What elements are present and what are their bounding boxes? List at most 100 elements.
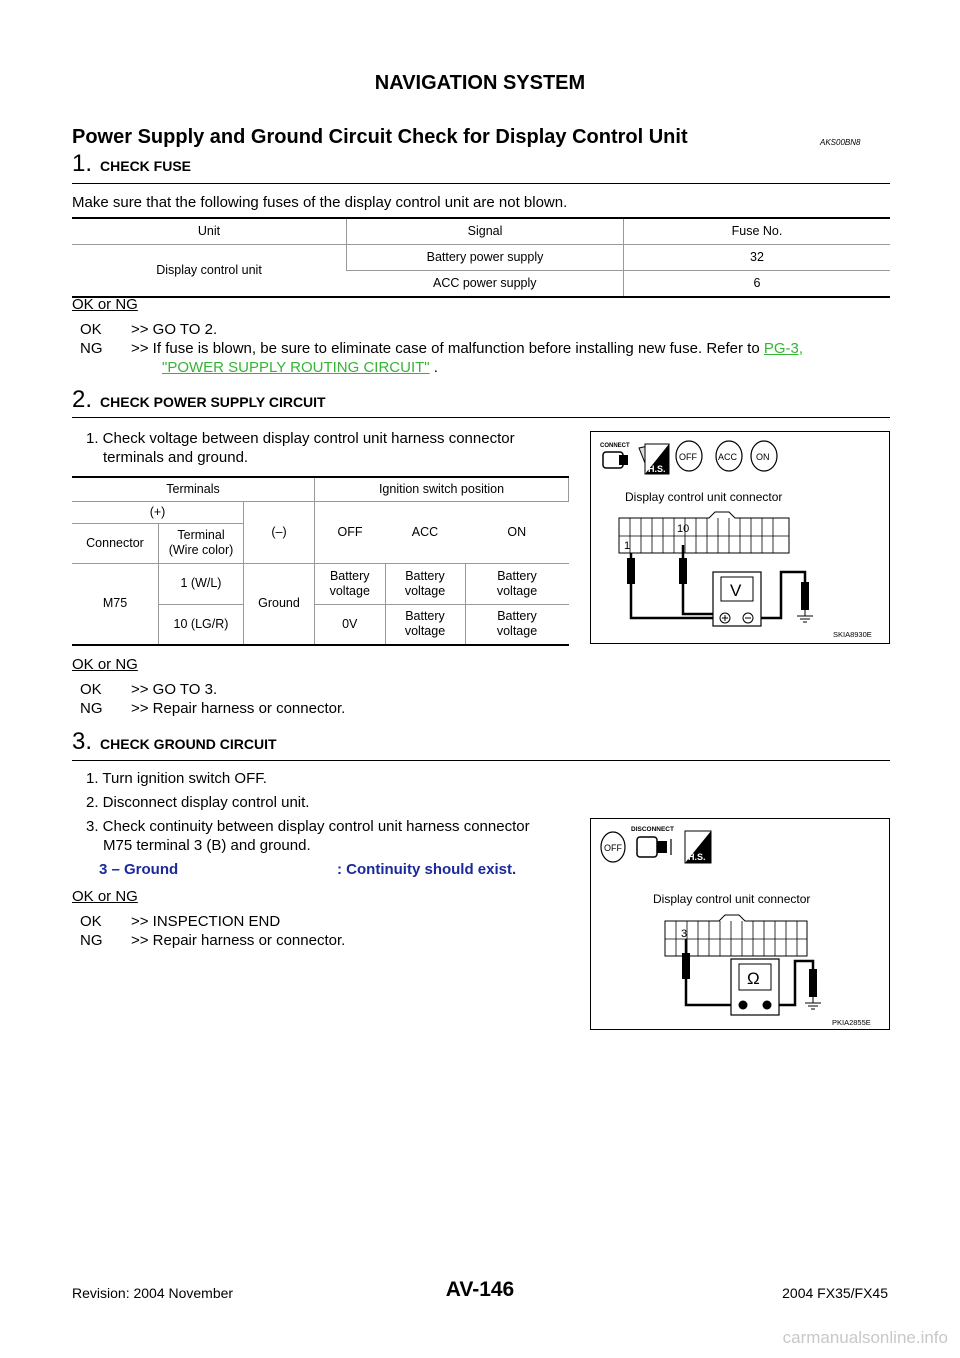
voltmeter-icon: V bbox=[712, 571, 762, 627]
watermark: carmanualsonline.info bbox=[782, 1328, 948, 1347]
ignition-on-icon: ON bbox=[750, 440, 778, 472]
model-label: 2004 FX35/FX45 bbox=[782, 1285, 888, 1301]
table-header-cell: (–) bbox=[243, 500, 315, 564]
voltage-check-diagram: CONNECT H.S. OFF ACC ON Display control … bbox=[600, 440, 872, 639]
off-label: OFF bbox=[604, 843, 622, 853]
step-3-item-2: 2. Disconnect display control unit. bbox=[86, 794, 310, 811]
cell-line: Battery bbox=[405, 609, 445, 624]
step-2-item-1-cont: terminals and ground. bbox=[103, 449, 249, 466]
cell-line: Battery bbox=[405, 568, 445, 583]
ng-tail: . bbox=[429, 359, 438, 376]
step-1-heading: 1. CHECK FUSE bbox=[72, 150, 191, 178]
step-2-heading: 2.CHECK POWER SUPPLY CIRCUIT bbox=[72, 386, 326, 414]
continuity-terminal: 3 – Ground bbox=[99, 861, 179, 878]
table-header-cell: ON bbox=[465, 500, 569, 564]
pin-10-label: 10 bbox=[677, 523, 689, 535]
step-number: 2. bbox=[72, 386, 93, 413]
pin-3-label: 3 bbox=[681, 928, 687, 940]
probe-10 bbox=[679, 558, 687, 584]
cell-line: voltage bbox=[496, 583, 538, 598]
ok-result: >> INSPECTION END bbox=[131, 913, 281, 930]
table-header-cell: Signal bbox=[346, 218, 624, 245]
table-header-cell: Unit bbox=[72, 218, 347, 245]
figure-code: PKIA2855E bbox=[832, 1018, 871, 1027]
step-3-item-3: 3. Check continuity between display cont… bbox=[86, 818, 530, 835]
step-number: 3. bbox=[72, 728, 93, 755]
page-header-title: NAVIGATION SYSTEM bbox=[374, 72, 586, 94]
section-title: Power Supply and Ground Circuit Check fo… bbox=[72, 126, 688, 148]
table-cell: Battery power supply bbox=[346, 244, 624, 271]
table-cell: 0V bbox=[314, 603, 386, 645]
table-cell: 32 bbox=[623, 244, 890, 271]
power-supply-routing-link[interactable]: "POWER SUPPLY ROUTING CIRCUIT" bbox=[162, 359, 430, 376]
ng-key: NG bbox=[80, 700, 103, 717]
ground-symbol-icon bbox=[797, 610, 813, 623]
disconnect-label: DISCONNECT bbox=[631, 826, 674, 833]
table-header-cell: Fuse No. bbox=[623, 218, 890, 245]
probe-1 bbox=[627, 558, 635, 584]
pin-1-label: 1 bbox=[624, 540, 630, 552]
table-cell: 6 bbox=[623, 270, 890, 297]
table-cell-connector: M75 bbox=[72, 562, 159, 645]
cell-line: Battery bbox=[497, 568, 537, 583]
terminal-label: Terminal bbox=[177, 528, 225, 542]
ng-key: NG bbox=[80, 340, 103, 357]
step-label: CHECK GROUND CIRCUIT bbox=[100, 736, 277, 752]
table-header-row: Terminals Ignition switch position bbox=[72, 476, 569, 502]
pg-3-link[interactable]: PG-3, bbox=[763, 340, 804, 357]
step-number: 1. bbox=[72, 150, 93, 177]
step-label: CHECK FUSE bbox=[100, 158, 192, 174]
ok-or-ng-heading: OK or NG bbox=[72, 296, 138, 313]
cell-line: voltage bbox=[329, 583, 370, 598]
probe-wires bbox=[684, 939, 815, 1007]
table-header-cell: Ignition switch position bbox=[314, 476, 569, 502]
ignition-off-icon: OFF bbox=[675, 440, 703, 472]
table-header-row: Connector Terminal (Wire color) bbox=[72, 522, 569, 564]
hs-icon: H.S. bbox=[644, 443, 670, 475]
figure-code: SKIA8930E bbox=[833, 630, 872, 639]
connect-label: CONNECT bbox=[600, 443, 630, 449]
divider bbox=[72, 760, 890, 761]
table-row: Display control unit Battery power suppl… bbox=[72, 244, 890, 277]
continuity-spec: 3 – Ground : Continuity should exist. bbox=[99, 861, 516, 878]
section-code: AKS00BN8 bbox=[820, 138, 861, 147]
ng-result-text: >> If fuse is blown, be sure to eliminat… bbox=[131, 340, 760, 357]
table-cell: ACC power supply bbox=[432, 276, 537, 290]
cell-line: voltage bbox=[404, 583, 446, 598]
table-cell-ground: Ground bbox=[243, 562, 315, 645]
step-3-item-1: 1. Turn ignition switch OFF. bbox=[86, 770, 267, 787]
divider bbox=[72, 183, 890, 184]
ignition-off-icon: OFF bbox=[600, 831, 626, 863]
ok-result: >> GO TO 3. bbox=[131, 681, 218, 698]
table-header-cell: OFF bbox=[314, 500, 385, 564]
table-header-cell: Terminal (Wire color) bbox=[158, 522, 244, 564]
probe-3 bbox=[682, 953, 690, 979]
table-cell: 1 (W/L) bbox=[158, 562, 244, 605]
acc-label: ACC bbox=[718, 452, 738, 462]
page-number: AV-146 bbox=[445, 1278, 515, 1301]
table-header-cell: (+) bbox=[72, 500, 244, 524]
ignition-acc-icon: ACC bbox=[715, 440, 743, 472]
cell-line: voltage bbox=[496, 624, 538, 639]
ng-result-line2: "POWER SUPPLY ROUTING CIRCUIT" . bbox=[162, 358, 438, 377]
continuity-check-figure: OFF DISCONNECT H.S. Display control unit… bbox=[590, 818, 890, 1030]
voltage-table: Terminals Ignition switch position (+) (… bbox=[72, 476, 569, 646]
hs-label: H.S. bbox=[688, 852, 706, 862]
meter-label: Ω bbox=[747, 969, 760, 988]
meter-label: V bbox=[730, 581, 742, 600]
connector-connect-icon bbox=[602, 451, 628, 469]
revision-label: Revision: 2004 November bbox=[72, 1285, 234, 1301]
step-3-item-3-cont: M75 terminal 3 (B) and ground. bbox=[103, 837, 311, 854]
ok-or-ng-heading: OK or NG bbox=[72, 888, 138, 905]
off-label: OFF bbox=[679, 452, 697, 462]
wire-color-label: (Wire color) bbox=[168, 543, 234, 557]
ground-probe bbox=[801, 582, 809, 610]
connector-caption: Display control unit connector bbox=[625, 490, 782, 504]
connector-disconnect-icon bbox=[636, 836, 672, 858]
connector-caption: Display control unit connector bbox=[653, 892, 810, 906]
cell-line: voltage bbox=[404, 624, 446, 639]
